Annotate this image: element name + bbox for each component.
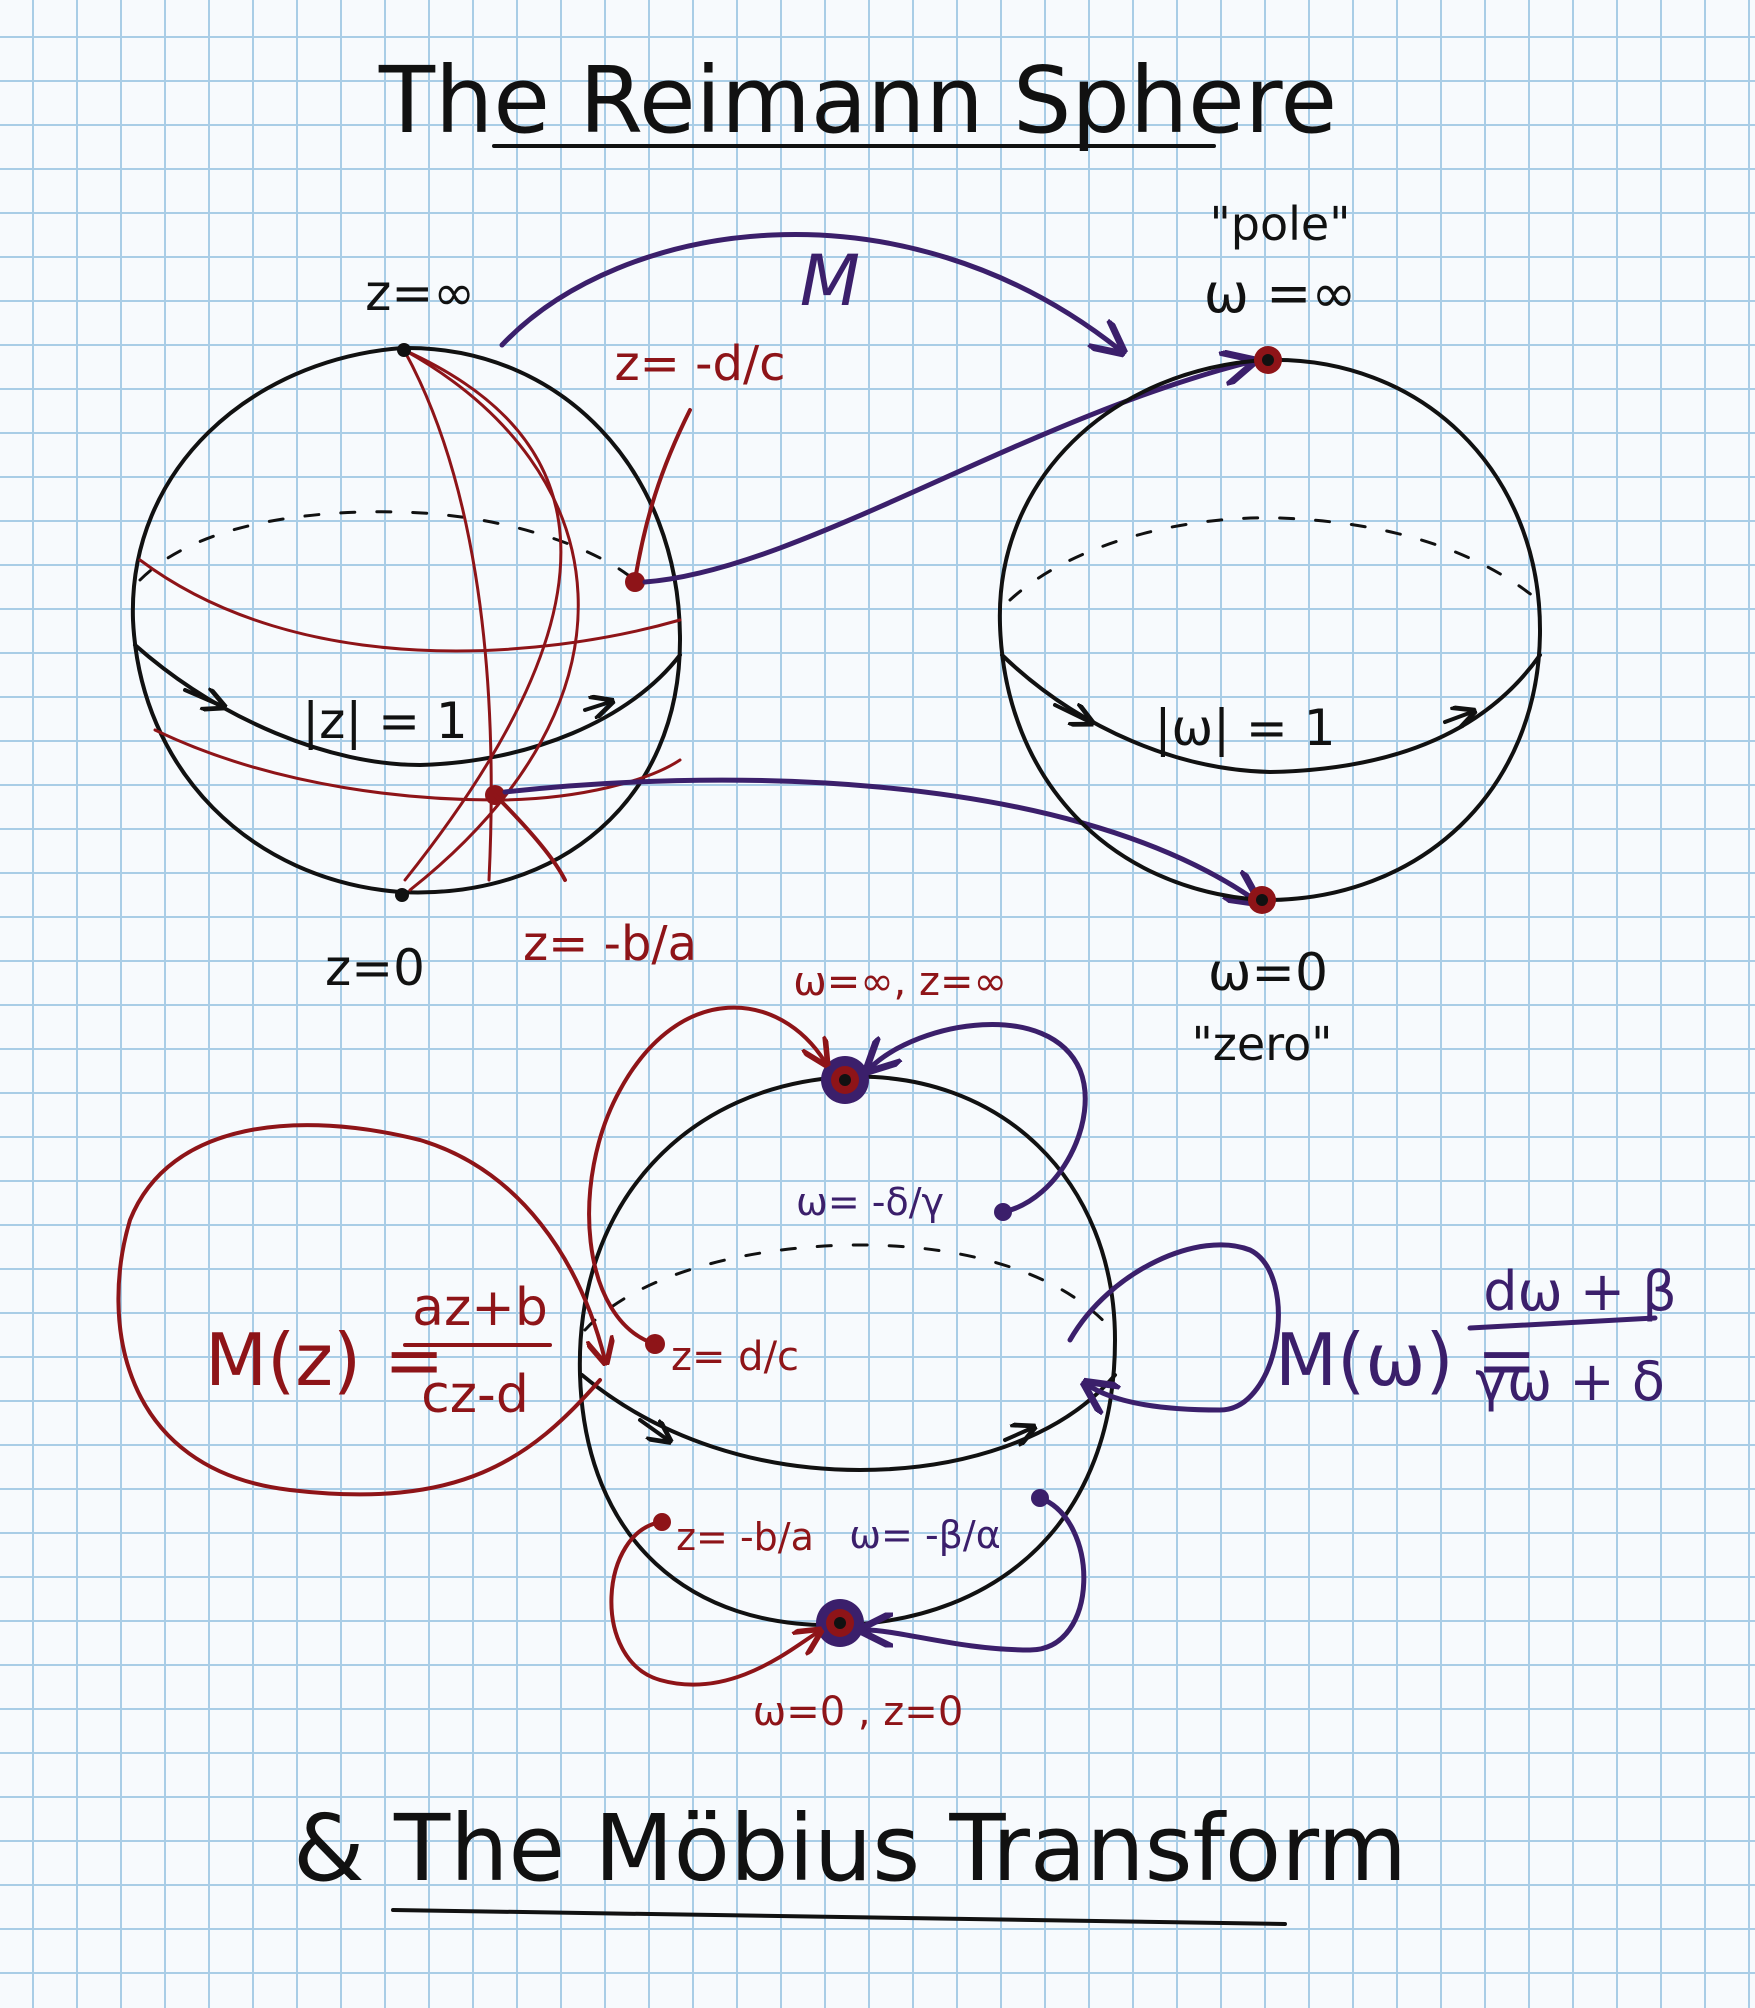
left-sphere-zero-point-label: z= -b/a [523,916,697,972]
formula-left-denominator: cz-d [421,1365,529,1425]
left-sphere-back-equator [138,510,630,582]
formula-right: M(ω) = dω + β γω + δ [1275,1260,1677,1413]
right-sphere [997,346,1543,914]
left-formula-loop [116,1123,605,1497]
left-sphere-top-label: z=∞ [365,264,475,322]
bottom-sphere-top-label: ω=∞, z=∞ [793,959,1007,1005]
bottom-sphere-back-equator [583,1243,1114,1332]
left-sphere-equator-label: |z| = 1 [302,692,467,750]
formula-right-numerator: dω + β [1483,1260,1677,1323]
right-sphere-pole-dot [1262,354,1274,366]
right-sphere-top-caption: "pole" [1210,197,1351,251]
right-sphere-zero-dot [1256,894,1268,906]
right-sphere-top-label: ω =∞ [1204,262,1357,325]
w-pole-loop [870,1022,1088,1215]
bottom-sphere-equator-arrow-2 [1003,1428,1032,1440]
bottom-sphere-equator-arrow [638,1418,668,1440]
right-sphere-equator-arrow [1053,705,1090,722]
bottom-sphere-top-dot [839,1074,851,1086]
bottom-sphere-bottom-dot [834,1617,846,1629]
title-bottom-underline [391,1908,1287,1926]
left-sphere-bottom-label: z=0 [325,939,425,997]
bottom-sphere-front-equator [580,1373,1117,1473]
left-pole-leader-line [633,408,692,582]
right-sphere-back-equator [1008,516,1540,602]
right-formula-loop [1067,1242,1281,1410]
right-sphere-bottom-label: ω=0 [1208,943,1328,1003]
bottom-z-pole-label: z= d/c [671,1334,799,1380]
bottom-sphere [116,1005,1281,1687]
formula-left: M(z) = az+b cz-d [205,1278,552,1425]
zero-map-connector [502,777,1255,900]
right-sphere-equator-arrow-2 [1443,712,1472,722]
bottom-z-zero-label: z= -b/a [676,1515,814,1559]
left-sphere-equator-arrow-2 [583,702,610,710]
map-arrow [499,232,1120,350]
left-sphere-meridian-2 [402,348,563,882]
z-zero-loop [609,1520,818,1687]
bottom-w-pole-label: ω= -δ/γ [796,1180,944,1224]
left-sphere-parallel-1 [138,558,682,653]
formula-left-numerator: az+b [412,1278,548,1338]
formula-right-lhs: M(ω) = [1275,1318,1537,1402]
map-label: M [800,240,860,322]
title-top: The Reimann Sphere [378,47,1337,154]
left-sphere-equator-arrow [183,690,222,706]
right-sphere-bottom-caption: "zero" [1192,1017,1333,1071]
w-zero-loop [865,1495,1087,1653]
bottom-w-zero-label: ω= -β/α [849,1513,1001,1557]
right-sphere-equator-label: |ω| = 1 [1154,699,1335,757]
left-sphere-top-point [397,343,411,357]
title-top-group: The Reimann Sphere [378,47,1337,154]
formula-right-fraction-bar [1467,1315,1658,1331]
title-bottom: & The Möbius Transform [293,1795,1407,1902]
left-sphere-pole-point-label: z= -d/c [614,336,785,392]
formula-right-denominator: γω + δ [1475,1350,1665,1413]
formula-left-lhs: M(z) = [205,1318,444,1402]
left-sphere-bottom-point [395,888,409,902]
bottom-sphere-bottom-label: ω=0 , z=0 [753,1689,964,1735]
left-zero-leader-line [493,793,567,882]
pole-map-connector [642,362,1250,585]
left-sphere [130,343,692,902]
right-sphere-outline [997,357,1543,903]
title-bottom-group: & The Möbius Transform [293,1795,1407,1926]
z-pole-loop [587,1005,825,1346]
left-sphere-outline [130,345,683,895]
left-sphere-meridian-3 [402,348,580,892]
